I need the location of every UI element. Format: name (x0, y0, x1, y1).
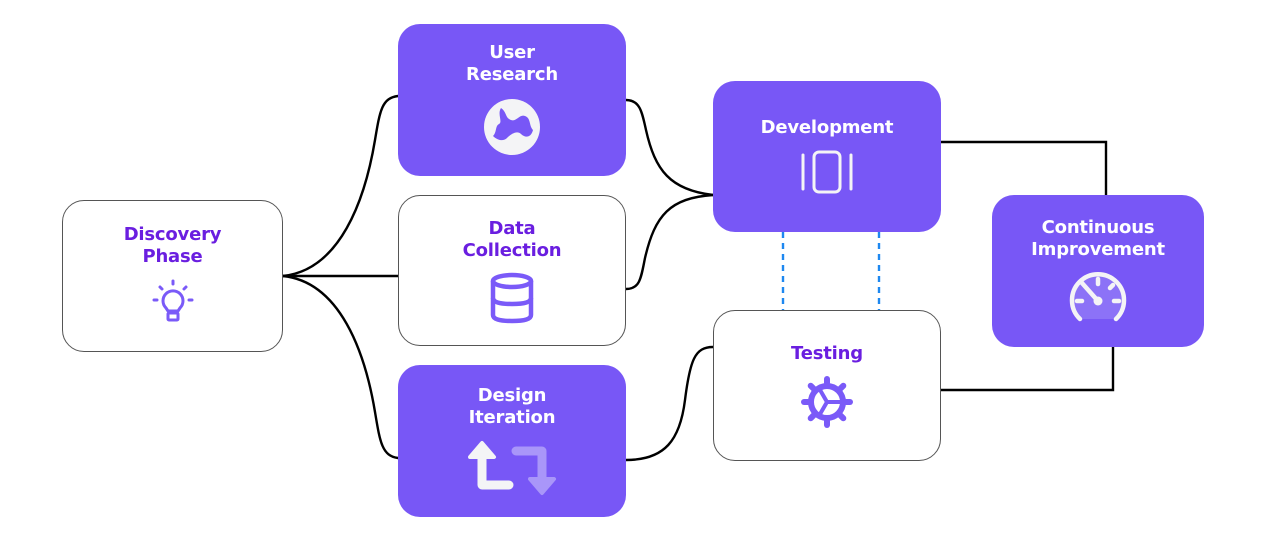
database-icon (490, 272, 534, 323)
edge-discovery-design-iteration (281, 274, 400, 460)
edge-discovery-user-research (281, 94, 400, 278)
node-user-research[interactable]: User Research (398, 24, 626, 176)
edge-user-research-development (624, 98, 715, 197)
node-development[interactable]: Development (713, 81, 941, 232)
node-label: Data Collection (462, 217, 562, 261)
globe-icon (484, 99, 540, 155)
speedometer-icon (1069, 271, 1127, 322)
lightbulb-icon (152, 279, 193, 322)
node-label: Continuous Improvement (1031, 217, 1165, 260)
node-discovery-phase[interactable]: Discovery Phase (62, 200, 283, 352)
node-label: User Research (466, 42, 558, 85)
edge-data-collection-development (624, 193, 715, 291)
node-label: Testing (791, 342, 863, 364)
node-data-collection[interactable]: Data Collection (398, 195, 626, 346)
edge-design-iteration-testing (624, 345, 715, 462)
gear-icon (801, 375, 853, 428)
edge-testing-continuous (941, 347, 1115, 392)
node-design-iteration[interactable]: Design Iteration (398, 365, 626, 517)
carousel-icon (801, 150, 853, 193)
edge-development-continuous (941, 140, 1108, 195)
repeat-arrows-icon (468, 441, 556, 495)
node-testing[interactable]: Testing (713, 310, 941, 461)
node-continuous-improvement[interactable]: Continuous Improvement (992, 195, 1204, 347)
node-label: Design Iteration (468, 385, 556, 428)
node-label: Development (760, 116, 894, 138)
node-label: Discovery Phase (123, 224, 222, 267)
